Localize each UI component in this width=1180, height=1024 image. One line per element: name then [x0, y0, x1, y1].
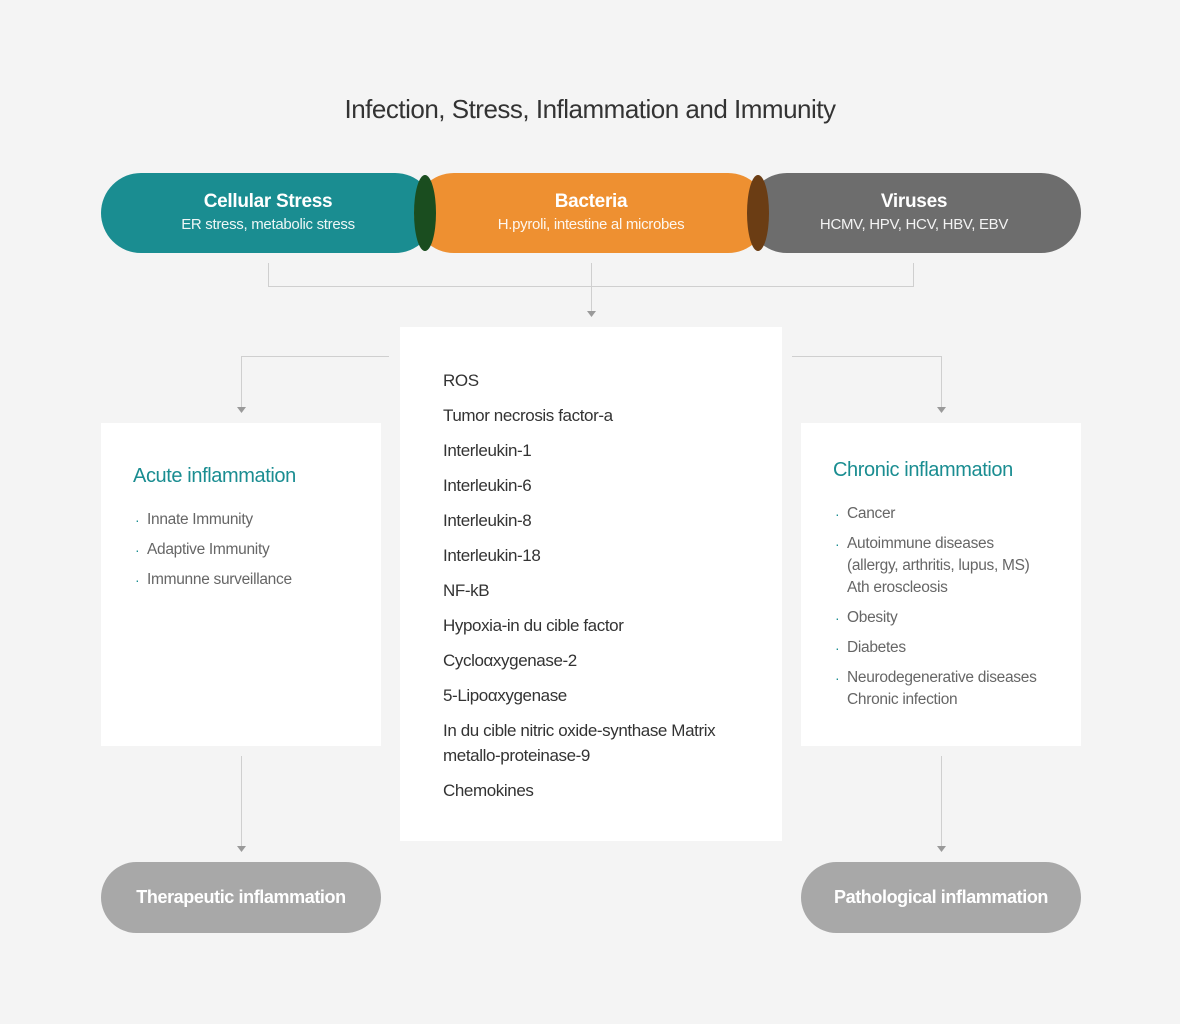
- bullet-icon: ·: [835, 670, 840, 686]
- mediator-item: Hypoxia-in du cible factor: [443, 616, 624, 635]
- mediators-box: ROS Tumor necrosis factor-a Interleukin-…: [400, 327, 782, 841]
- mediator-item: 5-Lipoαxygenase: [443, 686, 567, 705]
- bullet-icon: ·: [135, 512, 140, 528]
- chronic-inflammation-box: Chronic inflammation ·Cancer ·Autoimmune…: [801, 423, 1081, 746]
- list-item: ·Autoimmune diseases (allergy, arthritis…: [835, 535, 1030, 596]
- source-subtitle: ER stress, metabolic stress: [181, 216, 355, 233]
- source-subtitle: HCMV, HPV, HCV, HBV, EBV: [819, 216, 1009, 233]
- therapeutic-inflammation-pill: Therapeutic inflammation: [101, 862, 381, 933]
- chronic-list: ·Cancer ·Autoimmune diseases (allergy, a…: [833, 503, 1063, 719]
- list-item: ·Adaptive Immunity: [133, 539, 363, 561]
- mediator-item: Interleukin-8: [443, 511, 532, 530]
- mediator-item: NF-kB: [443, 581, 490, 600]
- arrowhead-icon: [587, 311, 596, 317]
- bullet-icon: ·: [835, 536, 840, 552]
- arrowhead-icon: [237, 407, 246, 413]
- list-item: ·Neurodegenerative diseases Chronic infe…: [835, 669, 1037, 708]
- mediator-item: Interleukin-18: [443, 546, 541, 565]
- source-subtitle: H.pyroli, intestine al microbes: [497, 216, 685, 233]
- overlap-bacteria-viruses: [747, 175, 769, 251]
- mediator-item: Interleukin-1: [443, 441, 532, 460]
- acute-title: Acute inflammation: [133, 465, 296, 487]
- acute-inflammation-box: Acute inflammation ·Innate Immunity ·Ada…: [101, 423, 381, 746]
- source-cellular-stress: Cellular Stress ER stress, metabolic str…: [101, 173, 435, 253]
- mediator-item: Interleukin-6: [443, 476, 532, 495]
- source-heading: Bacteria: [554, 191, 628, 212]
- pathological-inflammation-pill: Pathological inflammation: [801, 862, 1081, 933]
- diagram-title: Infection, Stress, Inflammation and Immu…: [344, 94, 837, 124]
- mediators-list: ROS Tumor necrosis factor-a Interleukin-…: [443, 368, 743, 813]
- list-item: ·Diabetes: [833, 637, 1063, 659]
- chronic-title: Chronic inflammation: [833, 459, 1013, 481]
- list-item: ·Cancer: [833, 503, 1063, 525]
- bullet-icon: ·: [135, 572, 140, 588]
- list-item: ·Obesity: [833, 607, 1063, 629]
- bullet-icon: ·: [135, 542, 140, 558]
- overlap-stress-bacteria: [414, 175, 436, 251]
- list-item: ·Immunne surveillance: [133, 569, 363, 591]
- arrowhead-icon: [937, 407, 946, 413]
- source-viruses: Viruses HCMV, HPV, HCV, HBV, EBV: [747, 173, 1081, 253]
- bullet-icon: ·: [835, 640, 840, 656]
- arrowhead-icon: [937, 846, 946, 852]
- source-bacteria: Bacteria H.pyroli, intestine al microbes: [414, 173, 768, 253]
- mediator-item: In du cible nitric oxide-synthase Matrix…: [443, 721, 716, 765]
- acute-list: ·Innate Immunity ·Adaptive Immunity ·Imm…: [133, 509, 363, 599]
- mediator-item: Chemokines: [443, 781, 534, 800]
- source-heading: Viruses: [880, 191, 948, 212]
- bullet-icon: ·: [835, 610, 840, 626]
- mediator-item: ROS: [443, 371, 479, 390]
- bullet-icon: ·: [835, 506, 840, 522]
- right-arrow-line: [792, 356, 942, 407]
- source-heading: Cellular Stress: [203, 191, 333, 212]
- left-arrow-line: [241, 356, 389, 407]
- list-item: ·Innate Immunity: [133, 509, 363, 531]
- mediator-item: Tumor necrosis factor-a: [443, 406, 613, 425]
- arrowhead-icon: [237, 846, 246, 852]
- mediator-item: Cycloαxygenase-2: [443, 651, 577, 670]
